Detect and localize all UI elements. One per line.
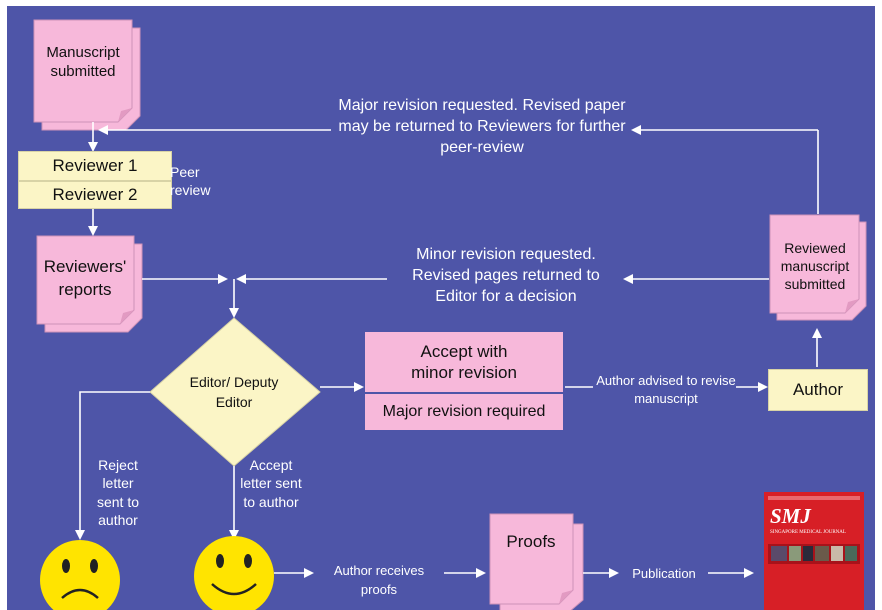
proofs-label: Proofs <box>506 532 556 551</box>
peer-review-label: Peer review <box>170 164 211 199</box>
manuscript-submitted-label: Manuscript submitted <box>46 43 120 81</box>
journal-cover-image <box>764 492 864 610</box>
journal-cover-title: SMJ <box>770 504 811 528</box>
sad-face-icon <box>40 540 120 610</box>
publication-edge-label: Publication <box>632 566 696 581</box>
happy-face-icon <box>194 536 274 610</box>
manuscript-submitted-node: Manuscript submitted <box>36 30 130 94</box>
reviewer-1-label: Reviewer 1 <box>52 156 138 175</box>
reviewer-2-box: Reviewer 2 <box>18 181 172 209</box>
reviewer-2-label: Reviewer 2 <box>52 185 138 204</box>
editor-label: Editor/ Deputy Editor <box>189 373 279 410</box>
reviewed-manuscript-label: Reviewed manuscript submitted <box>780 239 850 293</box>
major-revision-edge-label: Major revision requested. Revised paper … <box>338 97 626 157</box>
reviewers-reports-node: Reviewers' reports <box>38 244 132 314</box>
proofs-document-shape <box>489 513 584 610</box>
author-receives-proofs-edge-label: Author receives proofs <box>333 563 425 597</box>
minor-revision-edge-label: Minor revision requested. Revised pages … <box>412 246 600 306</box>
reviewers-reports-label: Reviewers' reports <box>43 257 127 299</box>
reviewed-manuscript-node: Reviewed manuscript submitted <box>771 236 859 296</box>
editor-node: Editor/ Deputy Editor <box>172 370 296 414</box>
reject-edge-label: Reject letter sent to author <box>96 457 140 529</box>
proofs-node: Proofs <box>490 524 572 560</box>
journal-cover-subtitle: SINGAPORE MEDICAL JOURNAL <box>770 530 846 535</box>
diagram-background <box>7 6 875 610</box>
accept-minor-box: Accept with minor revision <box>365 332 563 392</box>
accept-edge-label: Accept letter sent to author <box>240 457 302 510</box>
manuscript-document-shape <box>33 19 141 131</box>
author-label: Author <box>792 380 844 399</box>
author-box: Author <box>768 369 868 411</box>
author-advised-edge-label: Author advised to revise manuscript <box>596 373 736 406</box>
accept-minor-label: Accept with minor revision <box>411 341 517 382</box>
reviewers-reports-document-shape <box>36 235 143 333</box>
reviewed-manuscript-document-shape <box>769 214 867 321</box>
major-revision-label: Major revision required <box>382 403 546 420</box>
major-revision-box: Major revision required <box>365 394 563 430</box>
reviewer-1-box: Reviewer 1 <box>18 151 172 181</box>
